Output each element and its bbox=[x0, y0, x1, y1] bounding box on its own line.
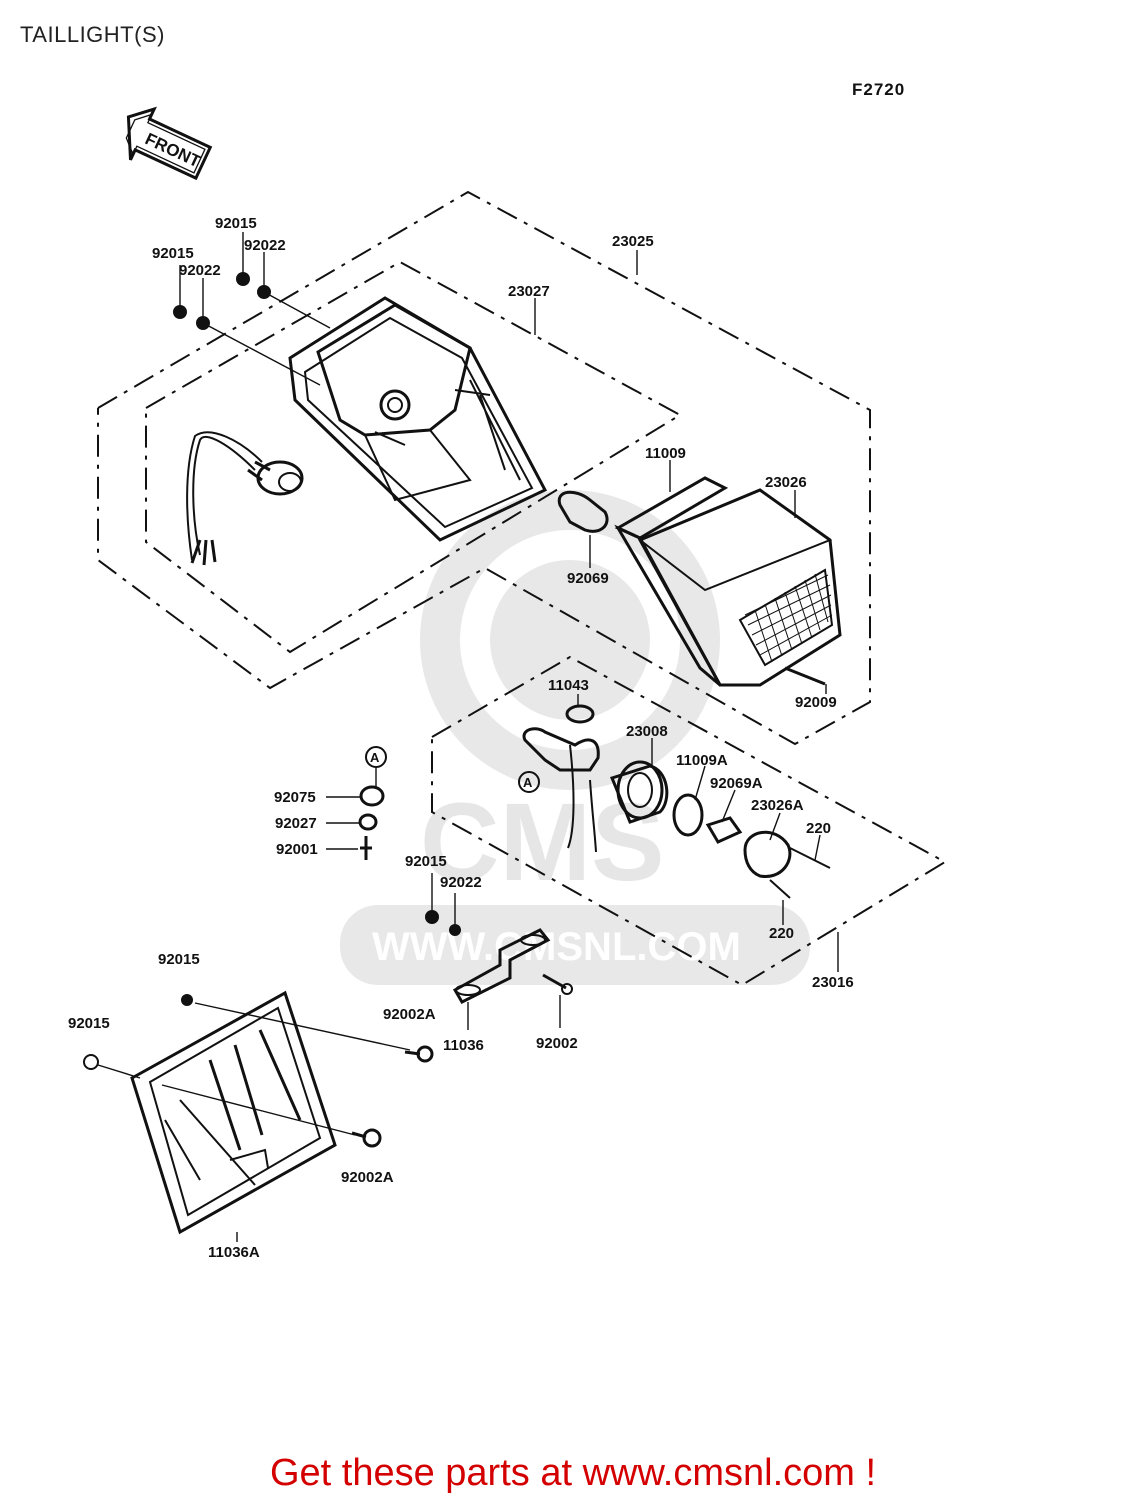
part-label: 11009 bbox=[645, 445, 686, 462]
bulb-92069 bbox=[557, 490, 609, 568]
part-label: 11043 bbox=[548, 677, 589, 694]
figure-code: F2720 bbox=[852, 80, 906, 99]
part-label: 220 bbox=[769, 925, 794, 942]
part-label: 92002A bbox=[383, 1006, 436, 1023]
part-label: 23008 bbox=[626, 723, 668, 740]
grommet-stack bbox=[326, 785, 385, 860]
part-label: 23025 bbox=[612, 233, 654, 250]
ref-marker-a-lower: A bbox=[518, 771, 540, 793]
part-label: 92001 bbox=[276, 841, 318, 858]
part-label: 92002 bbox=[536, 1035, 578, 1052]
taillight-lens bbox=[614, 476, 842, 687]
footer-link[interactable]: Get these parts at www.cmsnl.com ! bbox=[269, 1452, 877, 1494]
assembly-outline-23027 bbox=[145, 260, 683, 654]
plate-bracket-11036A bbox=[83, 990, 434, 1242]
svg-text:A: A bbox=[523, 775, 533, 790]
assembly-outline-23025 bbox=[97, 190, 871, 746]
part-label: 23016 bbox=[812, 974, 854, 991]
bulb-socket bbox=[186, 431, 304, 566]
part-label: 23027 bbox=[508, 283, 550, 300]
part-label: 92015 bbox=[152, 245, 194, 262]
part-label: 92022 bbox=[244, 237, 286, 254]
watermark-text: WWW.CMSNL.COM bbox=[372, 925, 741, 969]
watermark: CMS WWW.CMSNL.COM bbox=[340, 490, 810, 985]
part-label: 11009A bbox=[676, 752, 728, 769]
part-label: 11036A bbox=[208, 1244, 260, 1261]
part-label: 23026A bbox=[751, 797, 804, 814]
part-label: 92022 bbox=[179, 262, 221, 279]
part-label: 220 bbox=[806, 820, 831, 837]
part-labels: 92015 92022 92015 92022 23025 23027 1100… bbox=[68, 215, 854, 1261]
taillight-housing bbox=[288, 296, 548, 542]
part-label: 92069A bbox=[710, 775, 763, 792]
part-label: 92015 bbox=[68, 1015, 110, 1032]
page-title: TAILLIGHT(S) bbox=[20, 22, 165, 47]
front-arrow-icon: FRONT bbox=[125, 106, 213, 181]
watermark-logo: CMS bbox=[420, 781, 664, 904]
exploded-parts-diagram: CMS WWW.CMSNL.COM FRONT bbox=[68, 106, 948, 1261]
assembly-outline-23016 bbox=[431, 655, 948, 987]
part-label: 92069 bbox=[567, 570, 609, 587]
lens-grille bbox=[738, 568, 834, 667]
part-label: 92015 bbox=[405, 853, 447, 870]
part-label: 92002A bbox=[341, 1169, 394, 1186]
part-label: 11036 bbox=[443, 1037, 484, 1054]
leader-lines bbox=[534, 250, 839, 972]
part-label: 92022 bbox=[440, 874, 482, 891]
ref-marker-a-upper: A bbox=[365, 746, 387, 768]
part-label: 92027 bbox=[275, 815, 317, 832]
part-label: 23026 bbox=[765, 474, 807, 491]
bracket-11036 bbox=[425, 873, 573, 1030]
nuts-washers-top bbox=[173, 232, 331, 386]
license-lamp bbox=[522, 694, 831, 899]
part-label: 92015 bbox=[215, 215, 257, 232]
part-label: 92075 bbox=[274, 789, 316, 806]
svg-text:A: A bbox=[370, 750, 380, 765]
part-label: 92015 bbox=[158, 951, 200, 968]
part-label: 92009 bbox=[795, 694, 837, 711]
